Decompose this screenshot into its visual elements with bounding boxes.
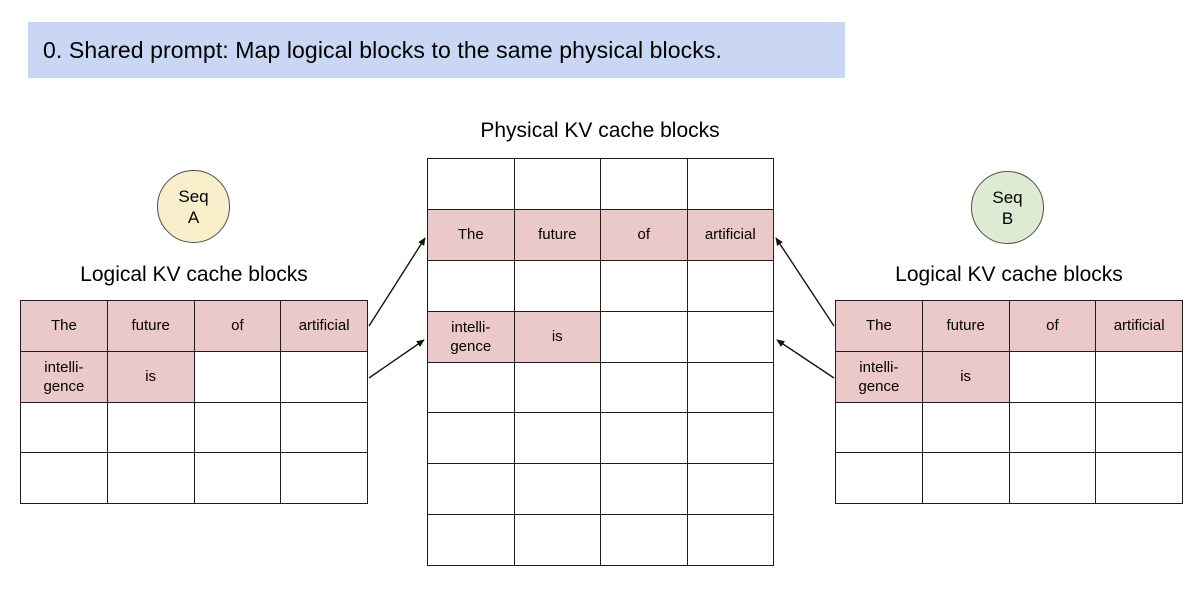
- logical-table-b-cell-r1c2: [1009, 351, 1097, 403]
- logical-table-b-cell-r2c0: [836, 402, 923, 454]
- logical-table-b-cell-r3c3: [1096, 453, 1183, 504]
- physical-table-cell-r1c1: future: [514, 209, 601, 261]
- logical-table-b-cell-r2c2: [1009, 402, 1097, 454]
- logical-table-a-cell-r2c2: [194, 402, 282, 454]
- logical-table-a-cell-r1c1: is: [107, 351, 195, 403]
- logical-table-b-cell-r1c3: [1096, 351, 1183, 403]
- logical-table-a-cell-r1c3: [281, 351, 368, 403]
- physical-table-cell-r3c2: [601, 311, 688, 363]
- physical-table-cell-r5c1: [514, 413, 601, 465]
- physical-table-cell-r7c3: [687, 515, 774, 566]
- physical-table-cell-r5c2: [601, 413, 688, 465]
- physical-table-cell-r2c1: [514, 260, 601, 312]
- arrow-seq-a-block0-to-physical-block1: [368, 237, 426, 327]
- logical-table-a-cell-r1c2: [194, 351, 282, 403]
- seq-a-label: Seq A: [178, 186, 209, 227]
- physical-table-cell-r5c0: [428, 413, 515, 465]
- physical-table-cell-r0c2: [601, 159, 688, 210]
- physical-table-cell-r4c3: [687, 362, 774, 414]
- arrow-seq-b-block1-to-physical-block3: [776, 339, 835, 379]
- physical-table-cell-r4c0: [428, 362, 515, 414]
- seq-a-badge: Seq A: [157, 170, 230, 243]
- logical-table-b-cell-r2c1: [922, 402, 1010, 454]
- logical-table-b-cell-r0c2: of: [1009, 301, 1097, 352]
- logical-table-b-cell-r0c3: artificial: [1096, 301, 1183, 352]
- logical-table-b-cell-r0c0: The: [836, 301, 923, 352]
- physical-table-cell-r6c3: [687, 464, 774, 516]
- logical-table-b-cell-r1c0: intelli- gence: [836, 351, 923, 403]
- logical-table-a-cell-r0c0: The: [21, 301, 108, 352]
- logical-table-a-cell-r3c2: [194, 453, 282, 504]
- physical-table-cell-r0c3: [687, 159, 774, 210]
- physical-table-cell-r4c1: [514, 362, 601, 414]
- physical-table-cell-r0c1: [514, 159, 601, 210]
- arrow-seq-b-block0-to-physical-block1: [775, 237, 835, 327]
- logical-table-b-cell-r3c0: [836, 453, 923, 504]
- physical-table-cell-r4c2: [601, 362, 688, 414]
- physical-table-cell-r3c0: intelli- gence: [428, 311, 515, 363]
- physical-table-cell-r3c1: is: [514, 311, 601, 363]
- logical-table-a-cell-r3c1: [107, 453, 195, 504]
- logical-table-b-cell-r2c3: [1096, 402, 1183, 454]
- logical-table-b-cell-r3c1: [922, 453, 1010, 504]
- physical-table-title: Physical KV cache blocks: [480, 119, 720, 142]
- physical-table-cell-r2c3: [687, 260, 774, 312]
- title-text: 0. Shared prompt: Map logical blocks to …: [43, 36, 722, 63]
- logical-table-a-cell-r3c0: [21, 453, 108, 504]
- logical-table-a-title: Logical KV cache blocks: [80, 263, 308, 286]
- logical-table-b-cell-r0c1: future: [922, 301, 1010, 352]
- logical-table-b-cell-r3c2: [1009, 453, 1097, 504]
- logical-table-a-cell-r2c3: [281, 402, 368, 454]
- physical-table-cell-r1c2: of: [601, 209, 688, 261]
- physical-table-cell-r7c2: [601, 515, 688, 566]
- physical-table-cell-r1c3: artificial: [687, 209, 774, 261]
- logical-table-a-cell-r1c0: intelli- gence: [21, 351, 108, 403]
- arrow-seq-a-block1-to-physical-block3: [368, 339, 425, 379]
- physical-table-cell-r6c1: [514, 464, 601, 516]
- logical-table-a-cell-r0c1: future: [107, 301, 195, 352]
- physical-table-cell-r3c3: [687, 311, 774, 363]
- physical-table-cell-r6c0: [428, 464, 515, 516]
- logical-table-b-cell-r1c1: is: [922, 351, 1010, 403]
- logical-table-a-cell-r0c2: of: [194, 301, 282, 352]
- physical-table-cell-r0c0: [428, 159, 515, 210]
- physical-table-cell-r2c0: [428, 260, 515, 312]
- logical-table-a-cell-r2c1: [107, 402, 195, 454]
- seq-b-label: Seq B: [992, 187, 1023, 228]
- logical-table-a-cell-r0c3: artificial: [281, 301, 368, 352]
- physical-table-cell-r7c1: [514, 515, 601, 566]
- physical-table-cell-r6c2: [601, 464, 688, 516]
- logical-table-b-title: Logical KV cache blocks: [895, 263, 1123, 286]
- physical-table-cell-r7c0: [428, 515, 515, 566]
- physical-table-cell-r2c2: [601, 260, 688, 312]
- title-banner: 0. Shared prompt: Map logical blocks to …: [28, 22, 845, 78]
- physical-table-cell-r5c3: [687, 413, 774, 465]
- logical-table-a-cell-r3c3: [281, 453, 368, 504]
- seq-b-badge: Seq B: [971, 171, 1044, 244]
- physical-table-cell-r1c0: The: [428, 209, 515, 261]
- logical-table-a-cell-r2c0: [21, 402, 108, 454]
